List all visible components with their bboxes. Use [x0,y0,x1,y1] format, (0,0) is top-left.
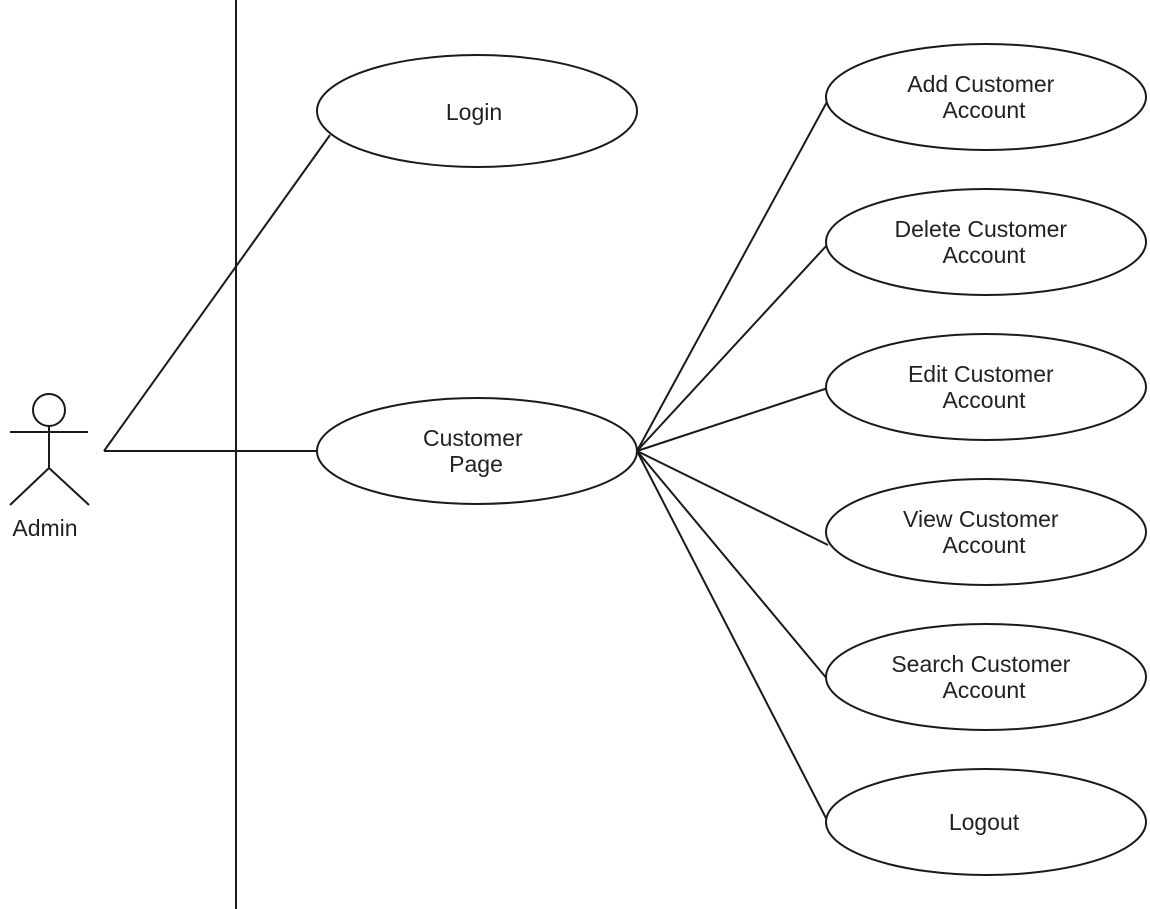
use-case-search-customer-account: Search Customer Account [825,623,1147,731]
use-case-customer-page: Customer Page [316,397,638,505]
use-case-view-customer-account-label: View Customer Account [903,506,1065,558]
association-customer-page-edit [636,387,829,452]
use-case-delete-customer-account: Delete Customer Account [825,188,1147,296]
use-case-view-customer-account: View Customer Account [825,478,1147,586]
stick-figure-actor-icon [9,393,90,506]
use-case-add-customer-account-label: Add Customer Account [907,71,1060,123]
association-customer-page-logout [636,450,829,823]
actor-label: Admin [12,515,77,541]
use-case-login: Login [316,54,638,168]
use-case-delete-customer-account-label: Delete Customer Account [895,216,1074,268]
association-customer-page-view [636,450,829,546]
association-customer-page-search [636,450,829,681]
use-case-add-customer-account: Add Customer Account [825,43,1147,151]
use-case-edit-customer-account: Edit Customer Account [825,333,1147,441]
use-case-logout: Logout [825,768,1147,876]
use-case-login-label: Login [446,99,502,125]
use-case-search-customer-account-label: Search Customer Account [891,651,1076,703]
association-customer-page-delete [636,243,829,452]
use-case-customer-page-label: Customer Page [423,425,529,477]
use-case-logout-label: Logout [949,809,1020,835]
association-customer-page-add [636,99,829,452]
use-case-edit-customer-account-label: Edit Customer Account [908,361,1060,413]
association-admin-login [103,134,331,452]
